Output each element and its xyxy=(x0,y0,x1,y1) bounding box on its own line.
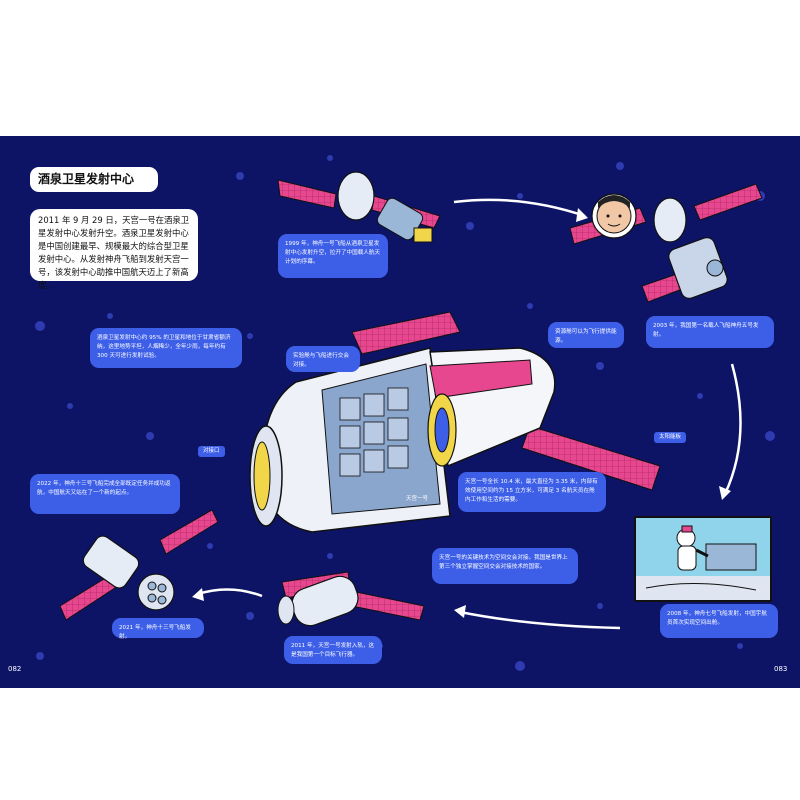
note-1999: 1999 年，神舟一号飞船从酒泉卫星发射中心发射升空，拉开了中国载人航天计划的序… xyxy=(278,234,388,278)
note-launch-center: 酒泉卫星发射中心约 95% 的卫星和地位于甘肃省额济纳，这里地势平坦，人烟稀少，… xyxy=(90,328,242,368)
tiangong-2011-illustration xyxy=(277,571,425,627)
note-resource-cabin: 资源舱可以为飞行提供能源。 xyxy=(548,322,624,348)
space-illustration xyxy=(35,155,775,671)
label-tiangong: 天宫一号 xyxy=(406,496,429,502)
note-tiangong-spec: 天宫一号全长 10.4 米，最大直径为 3.35 米，内部有效使用空间约为 15… xyxy=(458,472,606,512)
shenzhou-2003-illustration xyxy=(569,183,763,303)
label-docking-port: 对接口 xyxy=(198,446,225,457)
astronaut-illustration xyxy=(636,525,770,600)
book-spread: 酒泉卫星发射中心 2011 年 9 月 29 日，天宫一号在酒泉卫星发射中心发射… xyxy=(0,136,800,688)
arrow-heads xyxy=(192,208,731,618)
shenzhou-1999-illustration xyxy=(277,171,441,243)
label-solar-panel: 太阳能板 xyxy=(654,432,687,443)
flow-arrows xyxy=(197,198,742,630)
intro-text: 2011 年 9 月 29 日，天宫一号在酒泉卫星发射中心发射升空。酒泉卫星发射… xyxy=(30,209,198,290)
page-title: 酒泉卫星发射中心 xyxy=(30,167,158,192)
note-experiment-cabin: 实验舱与飞船进行交会对接。 xyxy=(286,346,360,372)
note-2011: 2011 年，天宫一号发射入轨，这是我国第一个目标飞行器。 xyxy=(284,636,382,664)
shenzhou-13-illustration xyxy=(59,509,219,621)
note-2022: 2022 年，神舟十三号飞船完成全部既定任务并成功返航，中国航天又站在了一个新的… xyxy=(30,474,180,514)
note-2003: 2003 年，我国第一名载人飞船神舟五号发射。 xyxy=(646,316,774,348)
tiangong-1-illustration xyxy=(249,311,661,533)
note-2021: 2021 年，神舟十三号飞船发射。 xyxy=(112,618,204,640)
note-2008: 2008 年，神舟七号飞船发射，中国宇航员首次实现空间出舱。 xyxy=(660,604,778,638)
note-docking-tech: 天宫一号的关键技术为空间交会对接。我国是世界上第三个独立掌握空间交会对接技术的国… xyxy=(432,548,578,584)
page-number-right: 083 xyxy=(774,665,788,673)
page-number-left: 082 xyxy=(8,665,22,673)
spacewalk-panel xyxy=(634,516,772,602)
